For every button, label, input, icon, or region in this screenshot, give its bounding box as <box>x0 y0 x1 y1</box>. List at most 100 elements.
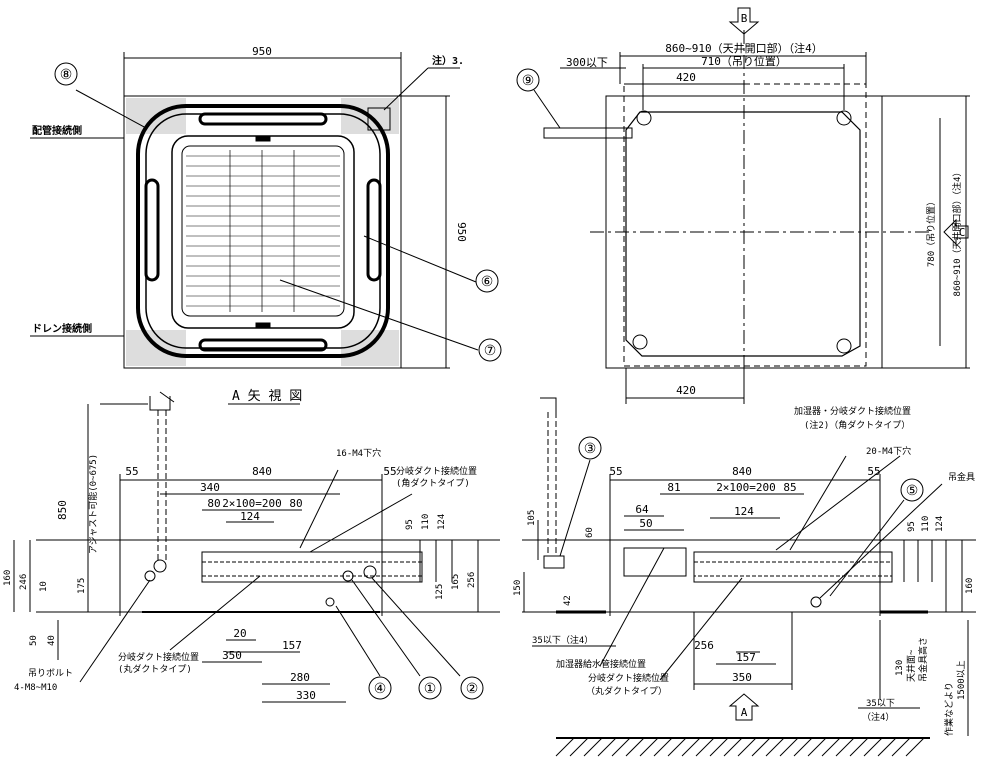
ceiling-label: 天井面~ <box>905 649 917 682</box>
dim-246: 246 <box>19 574 29 590</box>
humid-supply-label: 加湿器給水管接続位置 <box>556 658 646 670</box>
r-dim-35-right: 35以下 <box>866 699 895 709</box>
callout-3: ③ <box>584 441 597 457</box>
humidifier-label: 加湿器・分岐ダクト接続位置 <box>794 405 911 417</box>
r-dim-60: 60 <box>585 527 595 538</box>
r-m4-holes-label: 20-M4下穴 <box>866 445 911 457</box>
dim-840: 840 <box>252 465 272 478</box>
dim-40: 40 <box>47 635 57 646</box>
dim-850: 850 <box>56 500 69 520</box>
r-dim-105: 105 <box>527 510 537 526</box>
callout-6: ⑥ <box>481 274 494 290</box>
dim-256: 256 <box>467 572 477 588</box>
callout-2: ② <box>466 681 479 697</box>
dim-55-left: 55 <box>125 465 138 478</box>
view-c-marker: C <box>959 226 966 239</box>
callout-8: ⑧ <box>60 67 73 83</box>
dim-420-top: 420 <box>676 71 696 84</box>
dim-80-left: 80 <box>207 497 220 510</box>
r-dim-150: 150 <box>513 580 523 596</box>
dim-2x100: 2×100=200 <box>222 497 282 510</box>
opening-height-dim: 860~910（天井開口部）（注4） <box>951 168 963 297</box>
r-dim-64: 64 <box>635 503 649 516</box>
dim-95: 95 <box>405 519 415 530</box>
callout-1: ① <box>424 681 437 697</box>
r-dim-55-left: 55 <box>609 465 622 478</box>
ceiling-opening-panel <box>516 7 970 404</box>
dim-50: 50 <box>29 635 39 646</box>
dim-175: 175 <box>77 578 87 594</box>
note3-label: 注）3. <box>432 54 464 67</box>
r-dim-256: 256 <box>694 639 714 652</box>
r-dim-85: 85 <box>783 481 796 494</box>
hang-height-dim: 780（吊り位置） <box>925 197 937 267</box>
adjust-label: アジャスト可能(0~675) <box>87 454 99 554</box>
dim-300: 300以下 <box>566 56 608 69</box>
opening-width-dim: 860~910（天井開口部）（注4） <box>665 41 822 55</box>
humidifier-label2: (注2)（角ダクトタイプ） <box>804 419 910 431</box>
drain-side-label: ドレン接続側 <box>32 322 92 335</box>
r-dim-157: 157 <box>736 651 756 664</box>
callout-9: ⑨ <box>522 73 535 89</box>
dim-110: 110 <box>421 514 431 530</box>
callout-7: ⑦ <box>484 343 497 359</box>
m4-holes-label: 16-M4下穴 <box>336 447 381 459</box>
r-dim-110: 110 <box>921 516 931 532</box>
dim-340: 340 <box>200 481 220 494</box>
r-dim-160: 160 <box>965 578 975 594</box>
view-a-marker: A <box>741 706 748 719</box>
dim-125: 125 <box>435 584 445 600</box>
dim-165: 165 <box>451 574 461 590</box>
r-dim-42: 42 <box>563 595 573 606</box>
r-dim-95: 95 <box>907 521 917 532</box>
dim-124-vert: 124 <box>437 514 447 530</box>
dim-124: 124 <box>240 510 260 523</box>
hang-width-dim: 710（吊り位置） <box>701 54 787 68</box>
r-dim-81: 81 <box>667 481 680 494</box>
side-view-right-panel <box>522 397 976 757</box>
top-view-height-dim: 950 <box>455 222 468 242</box>
note4-label: （注4） <box>862 711 894 723</box>
side-view-left-panel <box>13 391 500 703</box>
branch-round-label2: (丸ダクトタイプ) <box>118 663 192 675</box>
dim-420-bottom: 420 <box>676 384 696 397</box>
branch-round-label: 分岐ダクト接続位置 <box>118 651 199 663</box>
dim-350: 350 <box>222 649 242 662</box>
dim-160: 160 <box>3 570 13 586</box>
callout-4: ④ <box>374 681 387 697</box>
bolt-label: 吊りボルト <box>28 668 73 679</box>
bolt-size-label: 4-M8~M10 <box>14 683 57 693</box>
dim-80-right: 80 <box>289 497 302 510</box>
dim-280: 280 <box>290 671 310 684</box>
dim-20: 20 <box>233 627 246 640</box>
r-dim-350: 350 <box>732 671 752 684</box>
r-dim-124: 124 <box>734 505 754 518</box>
callout-5: ⑤ <box>906 483 919 499</box>
pipe-side-label: 配管接続側 <box>32 124 82 137</box>
ceiling-label2: 吊金具高さ <box>917 637 929 682</box>
view-b-marker: B <box>741 12 748 25</box>
r-dim-55-right: 55 <box>867 465 880 478</box>
view-a-title: A 矢 視 図 <box>232 389 302 404</box>
dim-157: 157 <box>282 639 302 652</box>
r-dim-2x100: 2×100=200 <box>716 481 776 494</box>
top-view-panel <box>30 52 502 405</box>
r-dim-840: 840 <box>732 465 752 478</box>
r-branch-round-label2: （丸ダクトタイプ） <box>586 685 667 697</box>
r-dim-130: 130 <box>895 660 905 676</box>
r-dim-124-vert: 124 <box>935 516 945 532</box>
r-dim-35-left: 35以下（注4） <box>532 634 593 646</box>
r-dim-50: 50 <box>639 517 652 530</box>
dim-330: 330 <box>296 689 316 702</box>
r-dim-1500: 1500以上 <box>956 660 967 700</box>
work-label: 作業などより <box>943 682 955 736</box>
hanger-label: 吊金具 <box>948 471 975 483</box>
top-view-width-dim: 950 <box>252 45 272 58</box>
branch-square-label2: (角ダクトタイプ) <box>396 477 470 489</box>
dim-10: 10 <box>39 581 49 592</box>
r-branch-round-label: 分岐ダクト接続位置 <box>588 672 669 684</box>
branch-square-label: 分岐ダクト接続位置 <box>396 465 477 477</box>
dim-55-right: 55 <box>383 465 396 478</box>
